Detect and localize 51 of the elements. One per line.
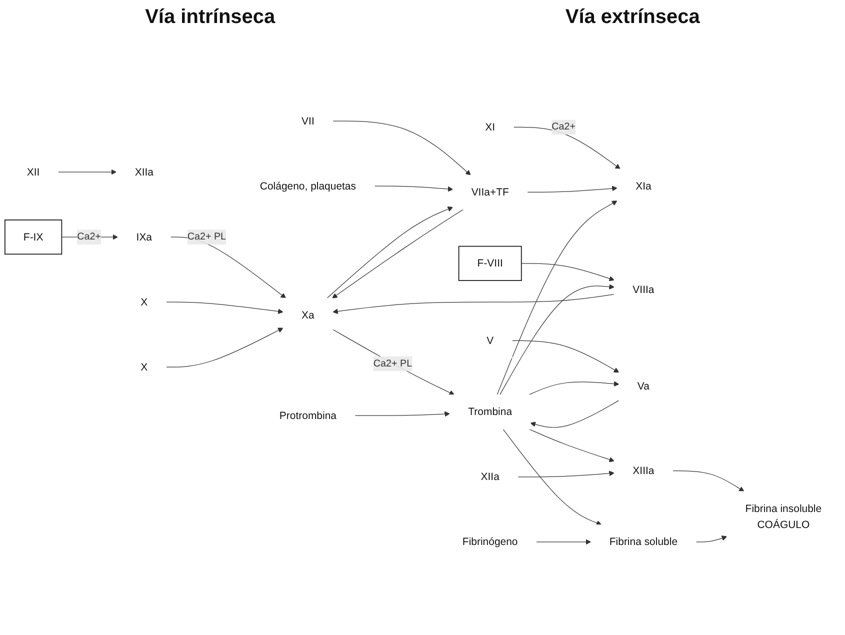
- node-text: Va: [637, 380, 650, 392]
- node-text: Xa: [302, 309, 314, 321]
- arrow: [58, 169, 117, 175]
- node-text: X: [140, 296, 148, 308]
- pathway-heading: Vía intrínseca: [145, 6, 276, 28]
- arrow: [166, 302, 284, 314]
- arrow: [528, 428, 614, 462]
- arrow: [354, 411, 450, 417]
- arrow: [332, 294, 614, 314]
- edge-label: Ca2+ PL: [373, 358, 412, 369]
- edge-label: Ca2+: [552, 122, 576, 132]
- node-text: XI: [485, 121, 496, 133]
- arrow: [512, 340, 620, 373]
- node-box: F-IX: [4, 220, 62, 255]
- node-text: Fibrinógeno: [462, 536, 518, 548]
- node-text: XIIa: [134, 166, 154, 178]
- arrow: [527, 186, 618, 193]
- edge-label: Ca2+ PL: [187, 232, 226, 242]
- arrow: [536, 539, 592, 545]
- node-text: Colágeno, plaquetas: [260, 180, 356, 192]
- node-text: Protrombina: [279, 410, 336, 422]
- node-text: V: [486, 334, 494, 346]
- arrow: [530, 400, 620, 428]
- node-text: Trombina: [468, 406, 512, 418]
- arrow: [500, 284, 614, 396]
- arrow: [518, 470, 614, 478]
- node-text: Fibrina insoluble COÁGULO: [745, 502, 822, 530]
- arrow: [332, 120, 471, 176]
- node-text: Fibrina soluble: [609, 536, 678, 548]
- arrow: [513, 126, 620, 170]
- pathway-heading: Vía extrínseca: [565, 6, 700, 28]
- arrow: [374, 186, 454, 192]
- node-text: X: [140, 361, 148, 373]
- arrow: [672, 470, 744, 492]
- node-text: IXa: [136, 231, 152, 243]
- arrow: [528, 381, 620, 396]
- node-text: VII: [302, 115, 314, 127]
- arrow: [166, 328, 284, 368]
- node-text: XIIa: [480, 470, 500, 483]
- node-text: XIIIa: [632, 464, 654, 476]
- arrow: [496, 200, 618, 396]
- arrow: [696, 536, 728, 542]
- arrow: [502, 428, 602, 526]
- node-text: VIIIa: [632, 284, 654, 296]
- node-box: F-VIII: [458, 246, 522, 281]
- edge-label: Ca2+: [77, 232, 101, 242]
- arrow: [521, 263, 614, 282]
- node-text: VIIa+TF: [471, 186, 509, 198]
- node-text: XIa: [636, 180, 652, 192]
- arrow: [332, 329, 455, 396]
- node-text: XII: [26, 166, 40, 178]
